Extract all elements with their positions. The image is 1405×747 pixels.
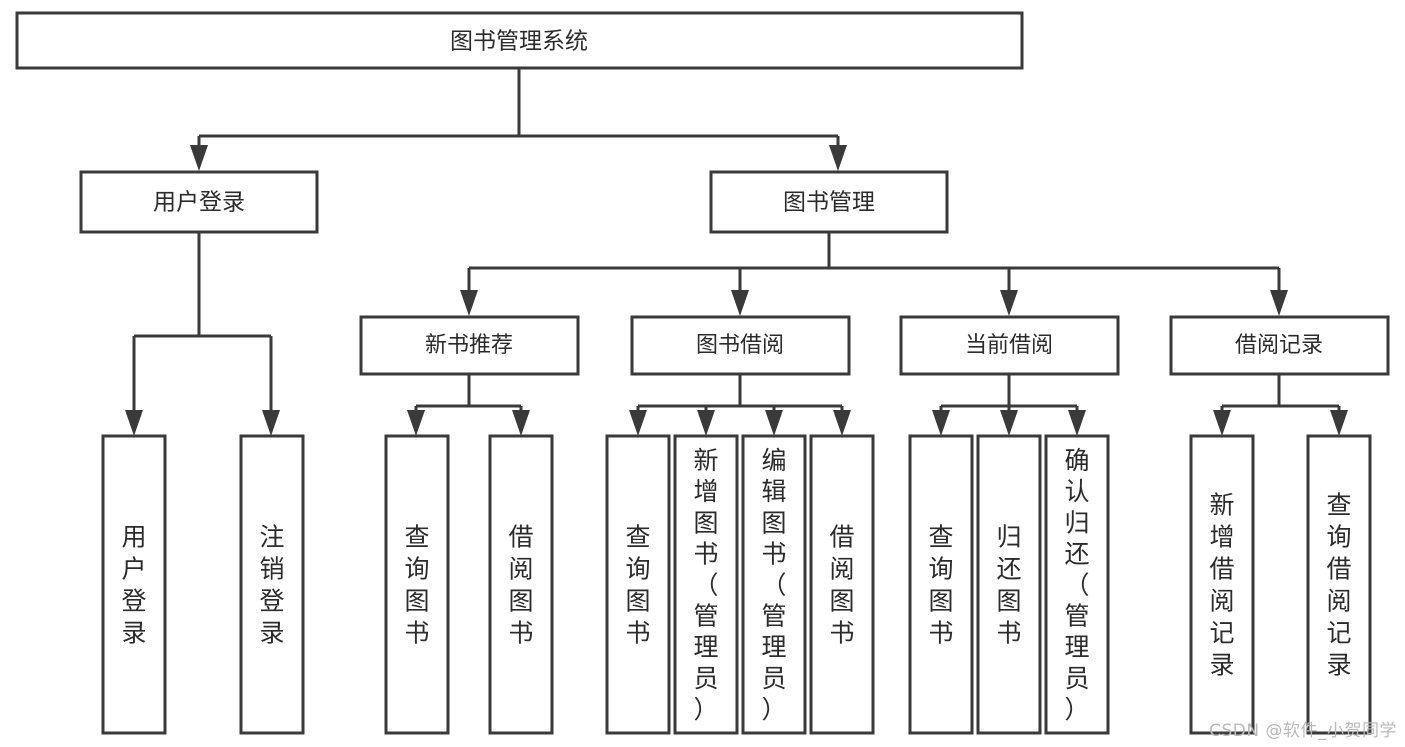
connector-new-book-to-leaves	[407, 374, 530, 436]
leaf-group-new-book-recommend: 查询图书 借阅图书	[384, 434, 554, 735]
leaf-node[interactable]: 查询图书	[384, 434, 450, 735]
leaf-node[interactable]: 查询图书	[605, 434, 671, 735]
leaf-label: 确认归还（管理员）	[1064, 446, 1089, 724]
leaf-node[interactable]: 借阅图书	[488, 434, 554, 735]
node-current-borrow[interactable]: 当前借阅	[899, 315, 1120, 376]
leaf-label: 编辑图书（管理员）	[761, 446, 786, 724]
leaf-node[interactable]: 借阅图书	[809, 434, 875, 735]
leaf-node[interactable]: 新增借阅记录	[1189, 434, 1255, 735]
leaf-label: 借阅图书	[829, 523, 854, 648]
leaf-label: 借阅图书	[508, 523, 533, 648]
leaf-node[interactable]: 查询图书	[908, 434, 974, 735]
leaf-node[interactable]: 用户登录	[101, 434, 167, 735]
node-root-label: 图书管理系统	[450, 29, 588, 55]
leaf-node[interactable]: 注销登录	[239, 434, 305, 735]
connector-borrow-record-to-leaves	[1213, 374, 1348, 436]
node-book-borrow[interactable]: 图书借阅	[630, 315, 851, 376]
connector-book-mgmt-to-level3	[460, 232, 1288, 316]
leaf-node[interactable]: 编辑图书（管理员）	[741, 434, 807, 735]
leaf-label: 查询图书	[404, 523, 429, 648]
leaf-group-borrow-record: 新增借阅记录 查询借阅记录	[1189, 434, 1372, 735]
node-new-book-recommend[interactable]: 新书推荐	[359, 315, 580, 376]
connector-current-borrow-to-leaves	[932, 374, 1086, 436]
leaf-group-user-login: 用户登录 注销登录	[101, 434, 305, 735]
connector-root-to-level2	[190, 68, 847, 171]
leaf-label: 新增借阅记录	[1209, 491, 1234, 680]
leaf-label: 归还图书	[996, 523, 1021, 648]
node-user-login[interactable]: 用户登录	[79, 170, 319, 234]
leaf-group-current-borrow: 查询图书 归还图书 确认归还（管理员）	[908, 434, 1110, 735]
leaf-label: 查询图书	[625, 523, 650, 648]
node-borrow-record-label: 借阅记录	[1235, 333, 1323, 358]
leaf-label: 查询借阅记录	[1326, 491, 1351, 680]
connector-book-borrow-to-leaves	[629, 374, 851, 436]
node-book-management[interactable]: 图书管理	[709, 170, 949, 234]
node-user-login-label: 用户登录	[153, 190, 245, 216]
node-book-management-label: 图书管理	[783, 190, 875, 216]
node-borrow-record[interactable]: 借阅记录	[1169, 315, 1390, 376]
leaf-label: 注销登录	[259, 523, 284, 648]
leaf-node[interactable]: 新增图书（管理员）	[673, 434, 739, 735]
leaf-label: 用户登录	[121, 523, 146, 648]
leaf-node[interactable]: 查询借阅记录	[1306, 434, 1372, 735]
leaf-node[interactable]: 归还图书	[976, 434, 1042, 735]
connector-user-login-to-leaves	[125, 232, 280, 436]
node-current-borrow-label: 当前借阅	[965, 333, 1053, 358]
leaf-label: 新增图书（管理员）	[693, 446, 718, 724]
leaf-node[interactable]: 确认归还（管理员）	[1044, 434, 1110, 735]
node-root-system[interactable]: 图书管理系统	[15, 11, 1024, 70]
leaf-label: 查询图书	[928, 523, 953, 648]
node-book-borrow-label: 图书借阅	[696, 333, 784, 358]
node-new-book-recommend-label: 新书推荐	[425, 333, 513, 358]
leaf-group-book-borrow: 查询图书 新增图书（管理员） 编辑图书（管理员） 借阅图书	[605, 434, 875, 735]
